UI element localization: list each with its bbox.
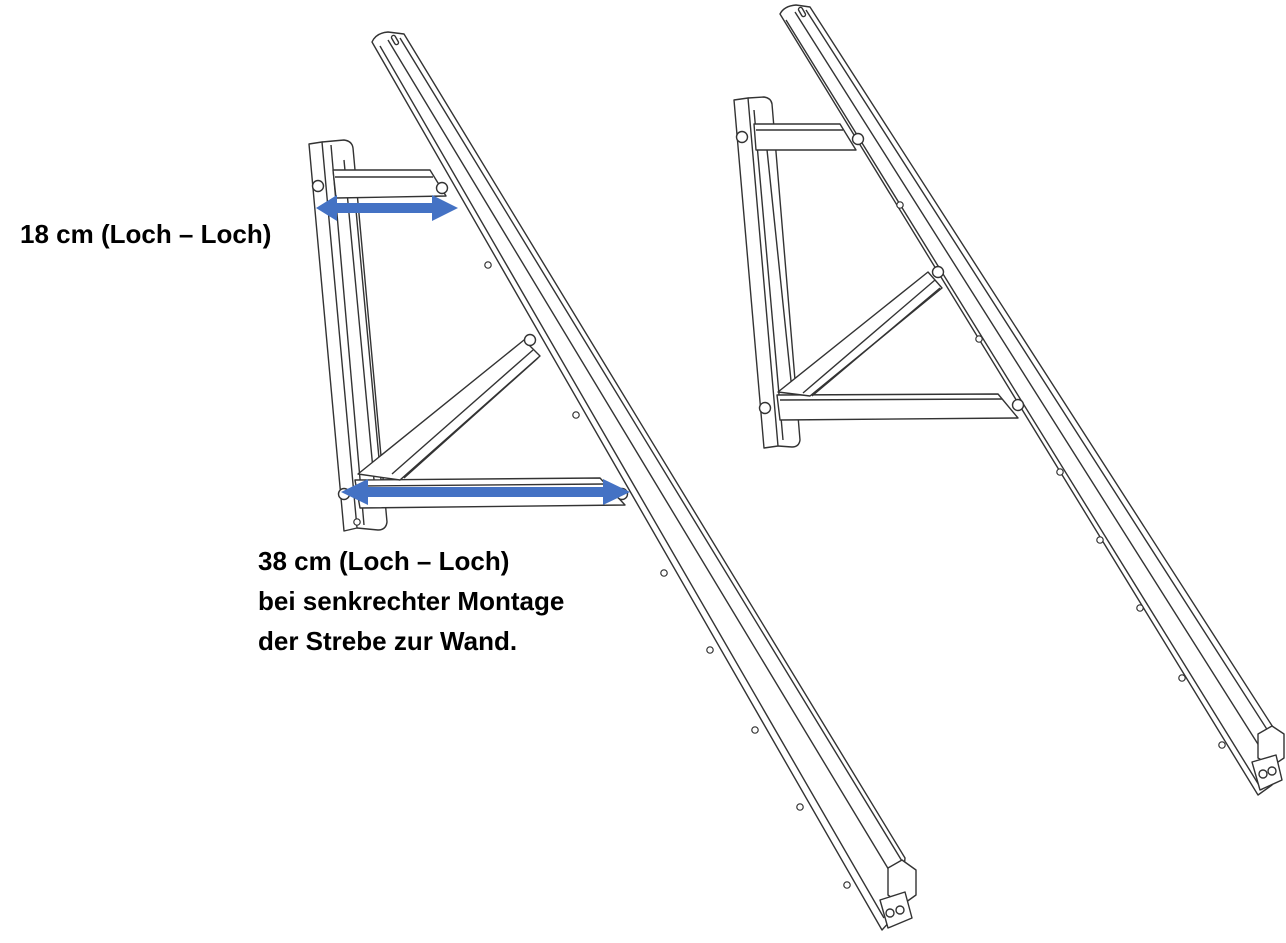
upper-strut-dimension-text: 18 cm (Loch – Loch) [20,219,272,249]
right-bracket [733,4,1285,796]
lower-strut-dimension-line-2: bei senkrechter Montage [258,586,565,616]
left-bracket [308,31,917,931]
lower-strut-dimension-label: 38 cm (Loch – Loch) bei senkrechter Mont… [258,541,564,661]
dimension-arrow-38cm [341,479,630,505]
upper-strut-dimension-label: 18 cm (Loch – Loch) [20,214,271,254]
dimension-arrow-18cm [316,195,458,221]
lower-strut-dimension-line-1: 38 cm (Loch – Loch) [258,546,510,576]
right-bracket-holes [735,130,1226,749]
lower-strut-dimension-line-3: der Strebe zur Wand. [258,626,518,656]
